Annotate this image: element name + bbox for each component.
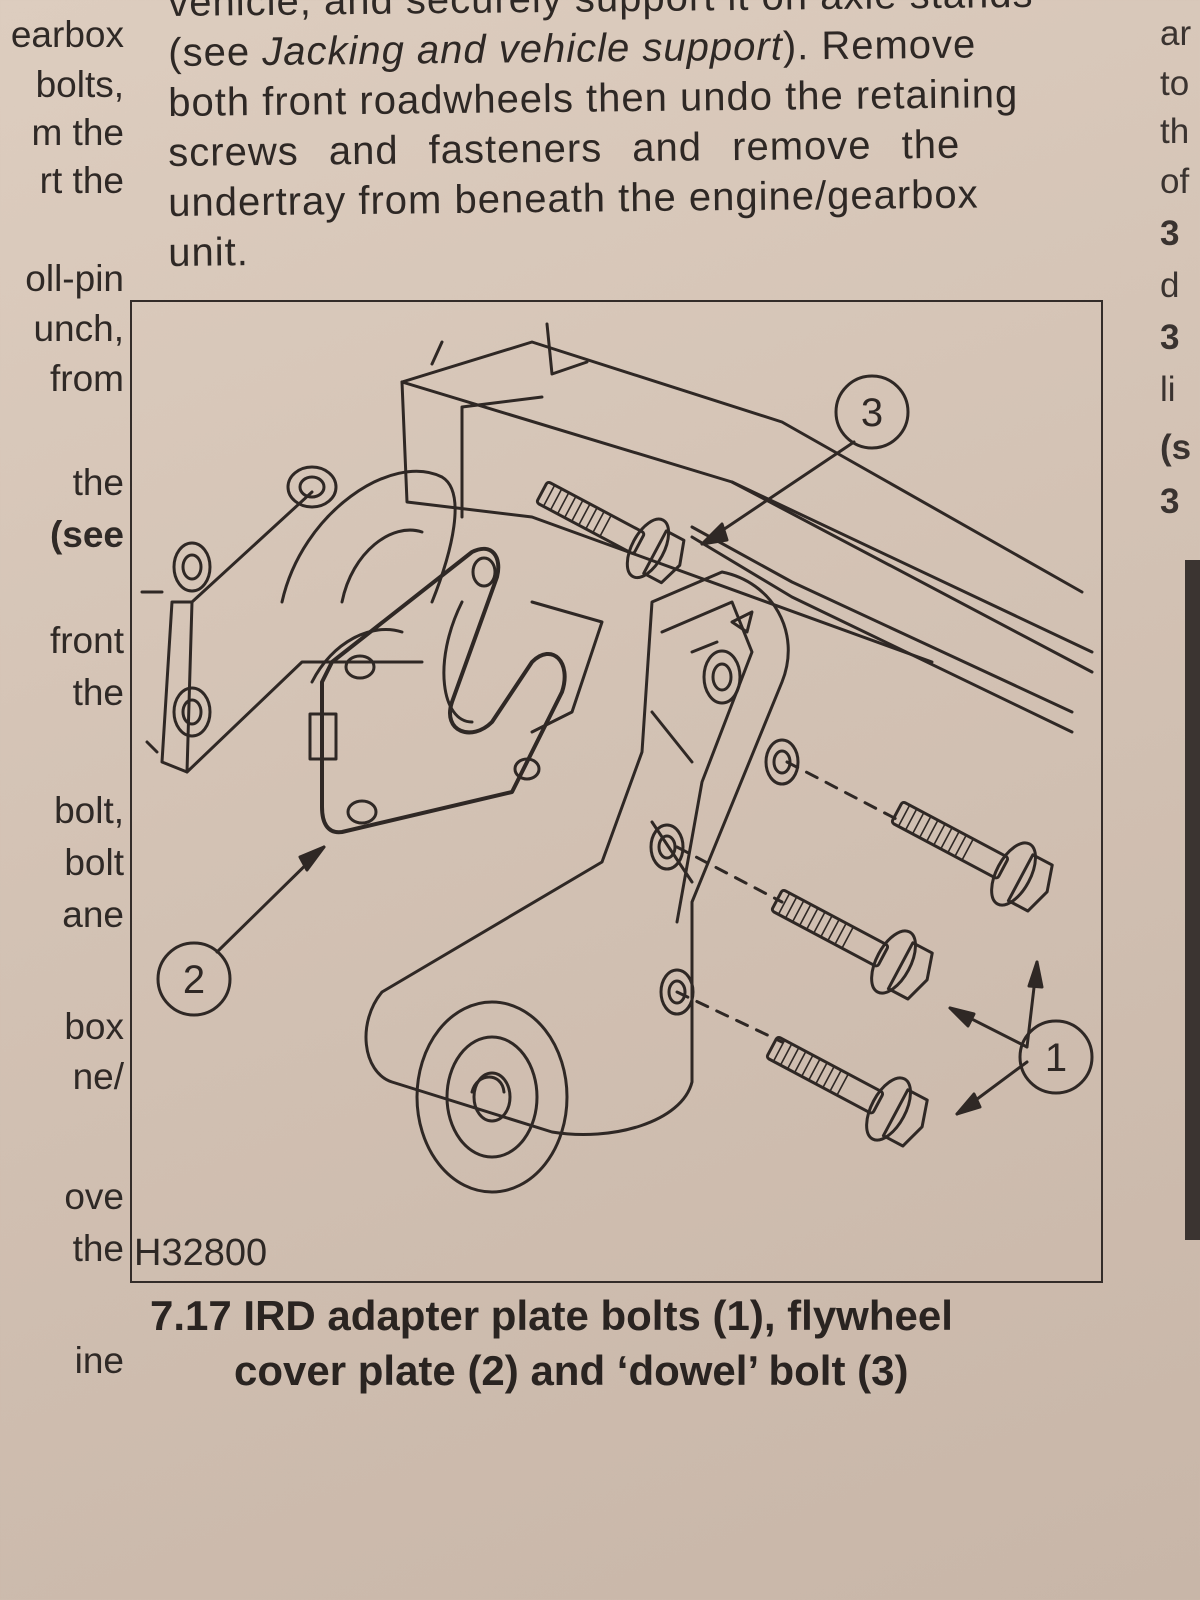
right-line: 3 — [1160, 318, 1180, 357]
left-line: the — [72, 1228, 124, 1269]
left-line: box — [64, 1006, 124, 1047]
figure-code: H32800 — [134, 1232, 268, 1274]
left-line: from — [50, 358, 124, 399]
left-line: the — [72, 672, 124, 713]
right-line: li — [1160, 370, 1176, 409]
figure-caption: 7.17 IRD adapter plate bolts (1), flywhe… — [150, 1288, 1110, 1398]
callout-1: 1 — [1018, 1019, 1094, 1095]
caption-line: 7.17 IRD adapter plate bolts (1), flywhe… — [150, 1292, 953, 1339]
engine-diagram: 3 2 1 — [140, 322, 1094, 1194]
left-line: bolt, — [54, 790, 124, 831]
right-line: of — [1160, 162, 1190, 201]
callout-2: 2 — [156, 941, 232, 1017]
right-line: 3 — [1160, 482, 1180, 521]
left-line: earbox — [10, 14, 124, 55]
cross-reference: Jacking and vehicle support — [261, 24, 784, 75]
page-edge-shadow — [1185, 560, 1200, 1240]
left-line: ane — [62, 894, 124, 935]
technical-illustration: 3 2 1 H32800 — [130, 300, 1103, 1283]
right-line: th — [1160, 112, 1190, 151]
right-column-fragment: ar to th of 3 d 3 li (s 3 — [1150, 0, 1200, 1600]
left-line: the — [72, 462, 124, 503]
left-line: (see — [49, 514, 124, 555]
left-column-fragment: earbox bolts, m the rt the oll-pin unch,… — [0, 0, 130, 1600]
callout-3: 3 — [834, 374, 910, 450]
left-line: front — [49, 620, 124, 661]
left-line: unch, — [33, 308, 124, 349]
left-line: rt the — [39, 160, 124, 201]
svg-text:2: 2 — [183, 958, 205, 1002]
body-line: unit. — [168, 230, 250, 275]
body-text: vehicle, and securely support it on axle… — [168, 0, 1098, 278]
left-line: ove — [64, 1176, 124, 1217]
left-line: m the — [31, 112, 124, 153]
left-line: ine — [74, 1340, 124, 1381]
left-line: ne/ — [72, 1056, 124, 1097]
right-line: (s — [1160, 428, 1192, 467]
caption-line: cover plate (2) and ‘dowel’ bolt (3) — [234, 1347, 909, 1394]
right-line: to — [1160, 64, 1190, 103]
left-line: bolts, — [35, 64, 124, 105]
left-line: oll-pin — [25, 258, 124, 299]
left-line: bolt — [64, 842, 124, 883]
right-line: ar — [1160, 14, 1192, 53]
svg-text:1: 1 — [1045, 1036, 1067, 1080]
svg-text:3: 3 — [861, 391, 883, 435]
right-line: 3 — [1160, 214, 1180, 253]
right-line: d — [1160, 266, 1180, 305]
